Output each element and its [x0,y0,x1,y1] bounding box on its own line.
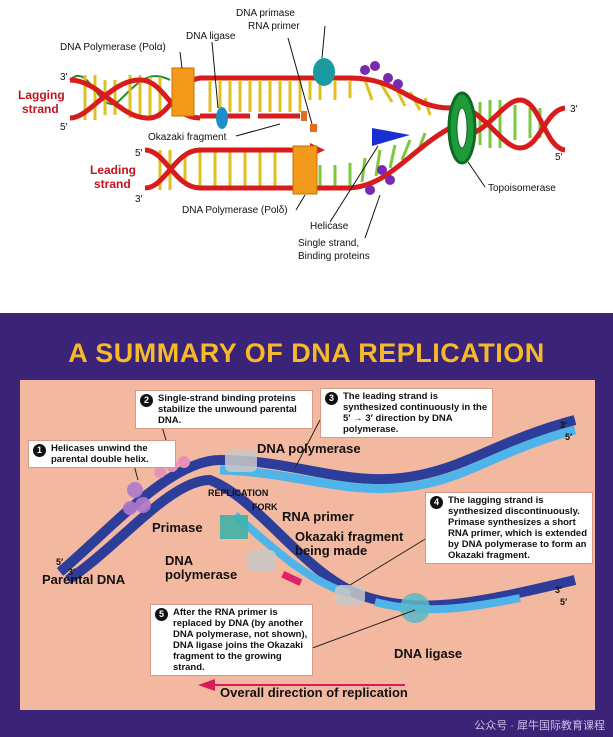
helicase-shape [372,128,410,146]
label-leading: Leading [90,163,137,177]
label-dna-pol-1: DNA [165,553,194,568]
label-parental-dna: Parental DNA [42,572,126,587]
label-dna-polymerase-top: DNA polymerase [257,441,361,456]
label-topoisomerase: Topoisomerase [488,183,556,194]
dna-pol-alpha-shape [171,67,195,117]
step-3-number: 3 [325,392,338,405]
step-1-number: 1 [33,444,46,457]
ssb-proteins [360,61,403,195]
dna-primase-shape [313,58,335,86]
label-dna-ligase: DNA ligase [394,646,463,661]
label-ssb-line2: Binding proteins [298,251,370,262]
label-rna-primer-top: RNA primer [248,21,300,32]
step-4-text: The lagging strand is synthesized discon… [448,495,588,561]
end-left-3: 3′ [68,567,76,577]
step-3-text: The leading strand is synthesized contin… [343,391,488,435]
label-dna-pol-2: polymerase [165,567,238,582]
label-dna-pol-alpha: DNA Polymerase (Polα) [60,42,166,53]
end-left-5: 5′ [56,557,64,567]
step-4-number: 4 [430,496,443,509]
dna-pol-delta-shape [292,145,318,195]
end-lag-5: 5′ [60,122,68,133]
step-5-number: 5 [155,608,168,621]
end-right-3: 3′ [570,104,578,115]
label-dna-pol-delta: DNA Polymerase (Polδ) [182,205,288,216]
step-1-box: 1 Helicases unwind the parental double h… [28,440,176,468]
step-2-text: Single-strand binding proteins stabilize… [158,393,297,426]
end-right-5: 5′ [555,152,563,163]
label-primase: Primase [152,520,203,535]
label-fork: FORK [252,502,278,512]
replication-fork-diagram [69,25,566,239]
label-replication: REPLICATION [208,488,269,498]
label-dna-ligase-top: DNA ligase [186,31,236,42]
step-5-box: 5 After the RNA primer is replaced by DN… [150,604,313,676]
label-lagging-strand: strand [22,102,59,116]
leading-helix [144,125,452,191]
label-rna-primer: RNA primer [282,509,354,524]
end-lag-3: 3′ [60,72,68,83]
label-okazaki-1: Okazaki fragment [295,529,404,544]
label-helicase: Helicase [310,221,349,232]
step-3-box: 3 The leading strand is synthesized cont… [320,388,493,438]
label-okazaki-2: being made [295,543,368,558]
label-ssb-line1: Single strand, [298,238,360,249]
step-5-text: After the RNA primer is replaced by DNA … [173,607,308,673]
step-2-number: 2 [140,394,153,407]
end-top-5: 5′ [565,432,573,442]
step-2-box: 2 Single-strand binding proteins stabili… [135,390,313,429]
label-overall-direction: Overall direction of replication [220,685,408,700]
label-leading-strand: strand [94,177,131,191]
summary-dna-svg [56,415,577,691]
end-top-3: 3′ [560,420,568,430]
leader-lines [179,25,486,239]
dna-ligase-shape [216,107,228,129]
end-lead-5: 5′ [135,148,143,159]
step-4-box: 4 The lagging strand is synthesized disc… [425,492,593,564]
summary-diagram-area: 2 Single-strand binding proteins stabili… [20,380,595,710]
end-bot-5: 5′ [560,597,568,607]
label-okazaki-fragment-top: Okazaki fragment [148,132,227,143]
summary-title: A SUMMARY OF DNA REPLICATION [68,338,545,368]
label-lagging: Lagging [18,88,65,102]
label-dna-primase: DNA primase [236,8,295,19]
end-lead-3: 3′ [135,194,143,205]
step-1-text: Helicases unwind the parental double hel… [51,443,149,465]
end-bot-3: 3′ [555,585,563,595]
watermark: 公众号 · 犀牛国际教育课程 [474,720,605,732]
